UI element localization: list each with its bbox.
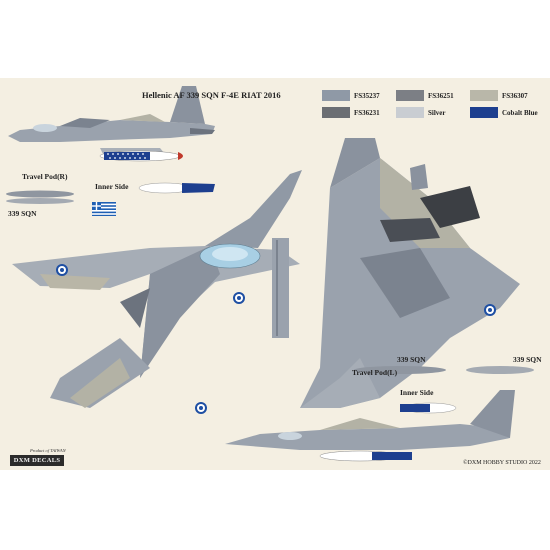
- label-sqn-3: 339 SQN: [513, 355, 542, 364]
- copyright: ©DXM HOBBY STUDIO 2022: [463, 460, 541, 466]
- swatch-fs36307: [470, 90, 498, 101]
- swatch-fs36251: [396, 90, 424, 101]
- label-travel-pod-r: Travel Pod(R): [22, 172, 68, 181]
- pods-left: [6, 182, 215, 204]
- swatch-cobalt-blue: [470, 107, 498, 118]
- sheet-title: Hellenic AF 339 SQN F-4E RIAT 2016: [142, 90, 281, 100]
- label-sqn-2: 339 SQN: [397, 355, 426, 364]
- swatch-fs35237: [322, 90, 350, 101]
- top-view-left: [12, 170, 302, 408]
- label-sqn-1: 339 SQN: [8, 209, 37, 218]
- label-inner-side-2: Inner Side: [400, 388, 434, 397]
- decal-sheet: Hellenic AF 339 SQN F-4E RIAT 2016 FS352…: [0, 78, 550, 470]
- label-inner-side-1: Inner Side: [95, 182, 129, 191]
- side-view-bottom: [225, 366, 534, 462]
- aircraft-drawings: [6, 86, 534, 462]
- brand-logo: DXM DECALS: [10, 455, 64, 466]
- swatch-label-fs36251: FS36251: [428, 92, 454, 100]
- swatch-label-fs36307: FS36307: [502, 92, 528, 100]
- intake-strip: [272, 238, 289, 338]
- roundel-icon: [56, 264, 496, 414]
- swatch-label-silver: Silver: [428, 109, 446, 117]
- swatch-fs36231: [322, 107, 350, 118]
- bottom-view-right: [300, 138, 520, 408]
- swatch-label-cobalt-blue: Cobalt Blue: [502, 109, 538, 117]
- travel-pod-top: [99, 150, 183, 162]
- brand-tagline: Product of TAIWAN: [30, 448, 66, 453]
- swatch-label-fs35237: FS35237: [354, 92, 380, 100]
- label-travel-pod-l: Travel Pod(L): [352, 368, 398, 377]
- swatch-silver: [396, 107, 424, 118]
- swatch-label-fs36231: FS36231: [354, 109, 380, 117]
- greek-flag-icon: [92, 202, 116, 216]
